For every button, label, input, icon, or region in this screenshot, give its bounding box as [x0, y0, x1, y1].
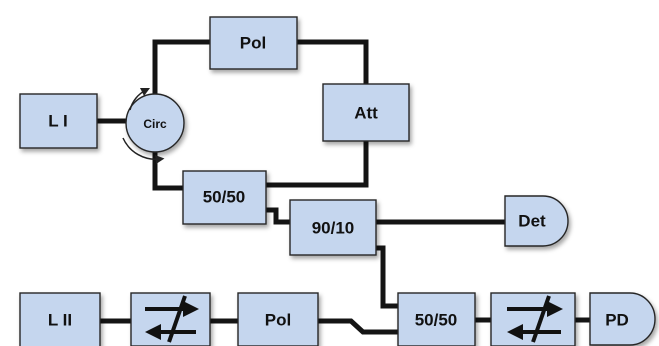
- attenuator-label: Att: [354, 104, 378, 123]
- laser-1: [19, 93, 98, 149]
- photodiode: [589, 292, 656, 346]
- coupler-50-50-bottom-label: 50/50: [415, 311, 458, 330]
- coupler-50-50-bottom: [397, 292, 476, 346]
- detector: [504, 195, 569, 247]
- coupler-90-10: [289, 199, 377, 256]
- circulator-arrow-lower-icon: [122, 137, 165, 164]
- circulator-arrow-upper-icon: [129, 87, 151, 111]
- polarizer-bottom-label: Pol: [265, 311, 291, 330]
- coupler-90-10-label: 90/10: [312, 219, 355, 238]
- detector-label: Det: [518, 212, 546, 231]
- laser-2: [19, 292, 101, 346]
- attenuator: [322, 83, 410, 142]
- laser-1-label: L I: [48, 112, 68, 131]
- polarizer-top: [209, 16, 298, 70]
- fiber-connections: [97, 39, 590, 335]
- coupler-50-50-top: [182, 170, 267, 225]
- circulator-label: Circ: [143, 117, 167, 131]
- polarizer-bottom: [237, 292, 319, 346]
- polarizer-top-label: Pol: [240, 34, 266, 53]
- coupler-50-50-top-label: 50/50: [203, 188, 246, 207]
- circulator: [125, 93, 185, 153]
- laser-2-label: L II: [48, 311, 72, 330]
- isolator-icon: [145, 295, 199, 343]
- photodiode-label: PD: [605, 311, 629, 330]
- isolator-icon: [507, 295, 563, 343]
